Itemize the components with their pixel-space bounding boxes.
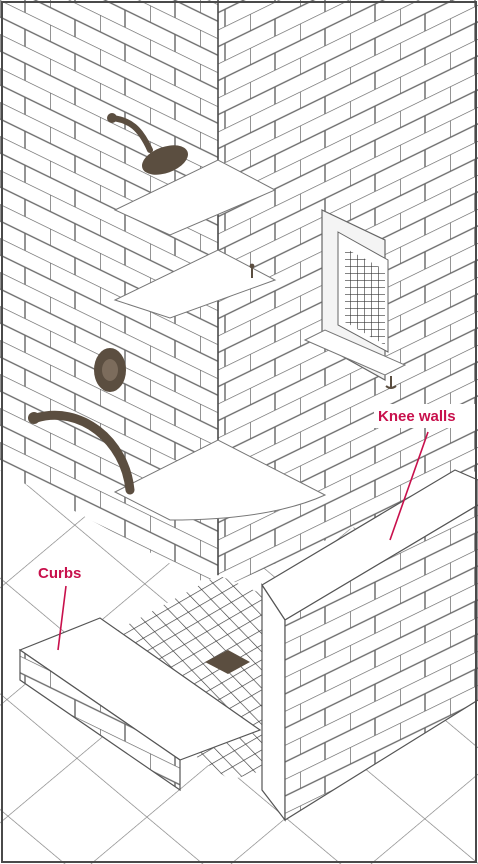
- valve-trim-icon: [94, 348, 126, 392]
- curbs-label: Curbs: [38, 565, 81, 582]
- knee-walls-label: Knee walls: [378, 408, 456, 425]
